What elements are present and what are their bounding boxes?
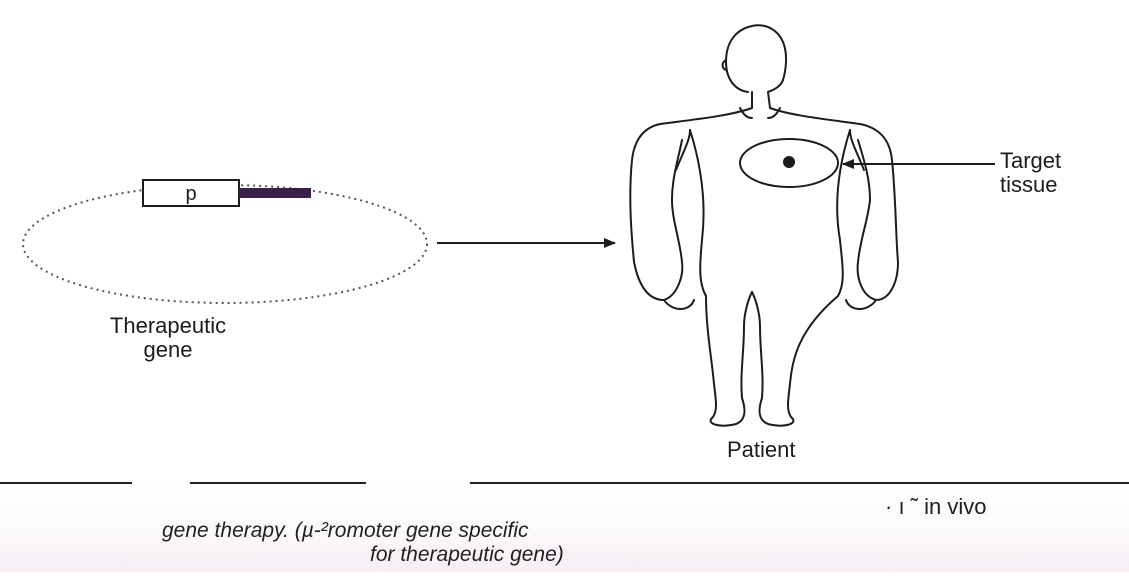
caption-line-2: gene therapy. (µ-²romoter gene specific — [162, 519, 529, 543]
therapeutic-gene-label-line2: gene — [108, 338, 228, 362]
caption-line-3: for therapeutic gene) — [370, 543, 564, 567]
target-tissue-dot — [783, 156, 795, 168]
patient-label: Patient — [727, 438, 796, 462]
therapeutic-gene-bar — [239, 188, 311, 198]
caption-rule-1 — [0, 482, 132, 484]
target-tissue-label-line1: Target — [1000, 149, 1061, 173]
target-tissue-label-line2: tissue — [1000, 173, 1061, 197]
caption-rule-3 — [470, 482, 1129, 484]
target-tissue-label: Target tissue — [1000, 149, 1061, 197]
promoter-label: p — [185, 183, 196, 205]
caption-line-1: · ı ˜ in vivo — [885, 494, 986, 520]
caption-rule-2 — [190, 482, 366, 484]
therapeutic-gene-label-line1: Therapeutic — [108, 314, 228, 338]
patient-figure — [630, 25, 898, 425]
therapeutic-gene-label: Therapeutic gene — [108, 314, 228, 362]
